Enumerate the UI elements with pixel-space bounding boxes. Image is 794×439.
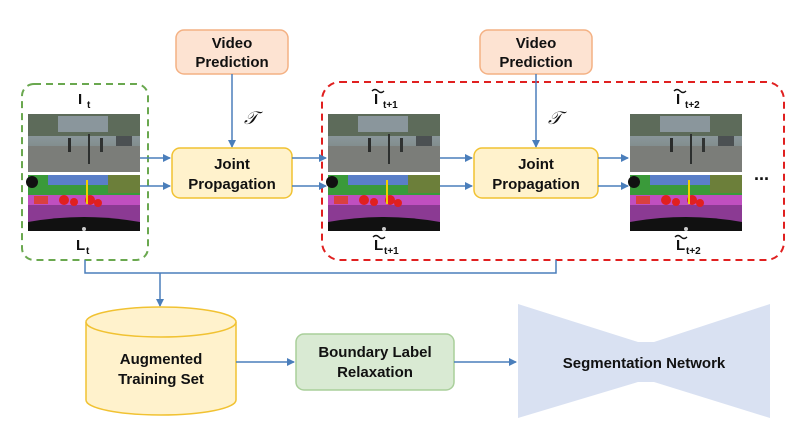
video-prediction-1-line2: Prediction: [195, 54, 268, 71]
frame-t1-image-label: I t+1: [371, 88, 398, 111]
frame-t1-image-letter: I: [374, 91, 378, 108]
frame-t-thumbs-label-map: [26, 175, 140, 231]
training-set-line2: Training Set: [118, 371, 204, 388]
frame-t1-label-label: L t+1: [372, 234, 399, 257]
frame-t-image-letter: I: [78, 91, 82, 108]
ellipsis: ...: [754, 164, 769, 184]
frame-t2-label-label: L t+2: [674, 234, 701, 257]
frame-t1-thumbs-label-map: [326, 175, 440, 231]
tilde-mark: [674, 234, 688, 240]
frame-t2-label-sub: t+2: [686, 246, 701, 257]
frame-t1-label-sub: t+1: [384, 246, 399, 257]
boundary-label-relaxation-box: Boundary Label Relaxation: [295, 333, 455, 391]
frame-t2-thumbs-label-map: [628, 175, 742, 231]
frame-t-thumbs-image: [28, 114, 140, 172]
augmented-training-set-cylinder: Augmented Training Set: [85, 306, 237, 416]
frame-t1-thumbs-image: [328, 114, 440, 172]
tau-symbol-1: 𝒯: [244, 108, 263, 129]
frame-t1-label-letter: L: [374, 237, 383, 254]
frame-t-label-label: L t: [76, 237, 90, 257]
joint-propagation-2-line1: Joint: [518, 156, 554, 173]
video-prediction-box-2: Video Prediction: [479, 29, 593, 75]
frame-t-thumbs: [26, 114, 140, 231]
joint-propagation-box-1: Joint Propagation: [171, 147, 293, 199]
video-prediction-2-line2: Prediction: [499, 54, 572, 71]
boundary-line2: Relaxation: [337, 364, 413, 381]
tilde-mark: [372, 234, 386, 240]
frame-t2-image-label: I t+2: [673, 88, 700, 111]
joint-propagation-1-line2: Propagation: [188, 176, 276, 193]
frame-t2-image-sub: t+2: [685, 100, 700, 111]
frame-t-label-letter: L: [76, 237, 85, 254]
video-prediction-2-line1: Video: [516, 35, 557, 52]
frame-t-label-sub: t: [86, 246, 90, 257]
joint-propagation-2-line2: Propagation: [492, 176, 580, 193]
video-prediction-box-1: Video Prediction: [175, 29, 289, 75]
segmentation-network-label: Segmentation Network: [563, 355, 726, 372]
frame-t2-thumbs-image: [630, 114, 742, 172]
frame-t-image-sub: t: [87, 100, 91, 111]
frame-t1-image-sub: t+1: [383, 100, 398, 111]
joint-propagation-1-line1: Joint: [214, 156, 250, 173]
training-set-line1: Augmented: [120, 351, 203, 368]
tilde-mark: [673, 88, 687, 94]
tilde-mark: [371, 88, 385, 94]
segmentation-network-shape: Segmentation Network: [518, 304, 770, 418]
joint-propagation-box-2: Joint Propagation: [473, 147, 599, 199]
frame-t-image-label: I t: [78, 91, 91, 111]
frame-t2-thumbs: [628, 114, 742, 231]
boundary-line1: Boundary Label: [318, 344, 431, 361]
frame-t2-image-letter: I: [676, 91, 680, 108]
frame-t2-label-letter: L: [676, 237, 685, 254]
merge-line: [84, 260, 557, 274]
video-prediction-1-line1: Video: [212, 35, 253, 52]
tau-symbol-2: 𝒯: [548, 108, 567, 129]
frame-t1-thumbs: [326, 114, 440, 231]
